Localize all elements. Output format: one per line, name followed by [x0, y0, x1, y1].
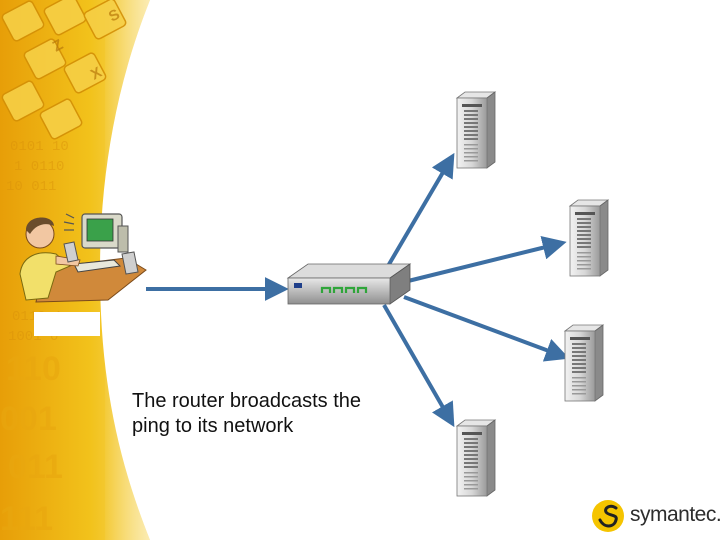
- server-icon: [456, 419, 496, 497]
- svg-text:001: 001: [0, 400, 57, 438]
- user-computer-icon: [19, 213, 147, 303]
- caption-background-tab: [34, 312, 100, 336]
- caption-line-1: The router broadcasts the: [132, 390, 362, 412]
- router-icon: [286, 263, 412, 305]
- svg-text:110: 110: [6, 350, 61, 388]
- arrow-router-to-server-3: [403, 295, 570, 362]
- svg-text:1 0110: 1 0110: [14, 159, 64, 175]
- symantec-logo-icon: [592, 500, 624, 532]
- svg-text:0101 10: 0101 10: [10, 139, 69, 155]
- connection-arrows: [146, 152, 570, 428]
- server-icon: [456, 91, 496, 169]
- arrow-router-to-server-4: [382, 304, 455, 428]
- caption-text: The router broadcasts the ping to its ne…: [132, 389, 422, 439]
- server-icon: [569, 199, 609, 277]
- symantec-logo-text: symantec.: [630, 503, 720, 526]
- svg-text:10 011: 10 011: [6, 179, 56, 195]
- svg-text:111: 111: [0, 500, 53, 538]
- arrow-router-to-server-2: [399, 235, 567, 285]
- svg-text:011: 011: [8, 448, 63, 486]
- arrow-router-to-server-1: [386, 152, 455, 268]
- server-icon: [564, 324, 604, 402]
- caption-line-2: ping to its network: [132, 415, 294, 437]
